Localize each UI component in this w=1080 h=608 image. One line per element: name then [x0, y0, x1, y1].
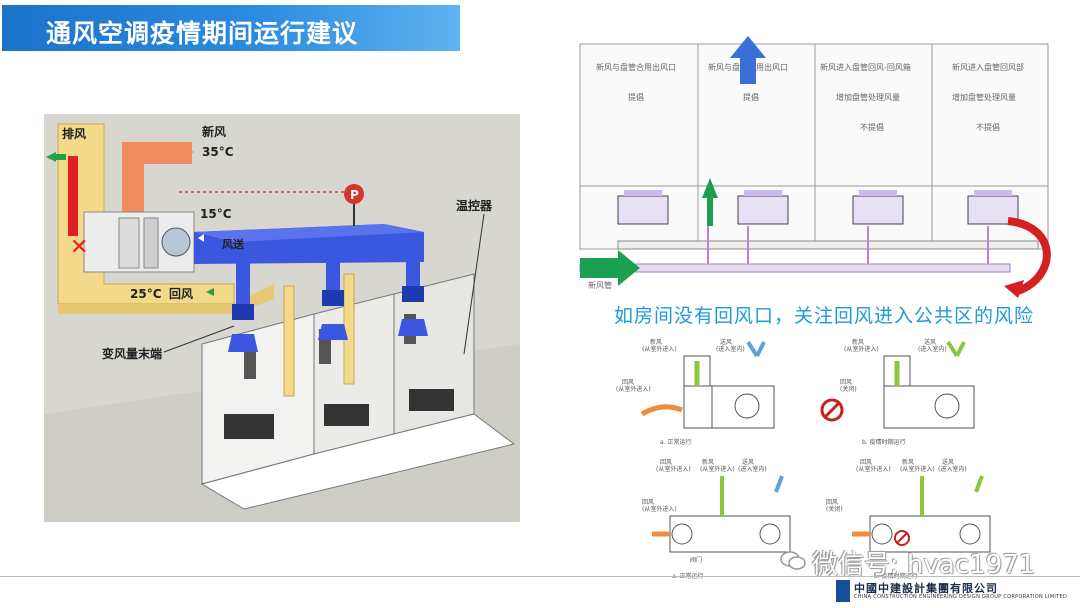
- svg-text:增加盘管处理风量: 增加盘管处理风量: [952, 92, 1016, 102]
- fan-coil-room-diagram: 新风与盘管合用出风口 提倡 新风与盘管合用出风口 提倡 新风进入盘管回风-回风箱…: [578, 36, 1052, 298]
- svg-text:(从室外进入): (从室外进入): [900, 465, 935, 473]
- mini-diagram-b-top: 新风 (从室外进入) 送风 (进入室内) 回风 (关闭) b. 疫情时期运行: [820, 338, 975, 446]
- svg-text:(关闭): (关闭): [840, 385, 857, 393]
- svg-text:新风: 新风: [852, 338, 864, 346]
- svg-text:新风: 新风: [702, 458, 714, 466]
- svg-text:阀门: 阀门: [690, 556, 702, 564]
- svg-text:(进入室内): (进入室内): [918, 345, 947, 353]
- return-temp: 25°C: [130, 287, 162, 301]
- page-title: 通风空调疫情期间运行建议: [46, 19, 359, 48]
- title-banner: 通风空调疫情期间运行建议: [2, 5, 460, 51]
- closed-exhaust-bar: [68, 156, 78, 236]
- svg-text:(进入室内): (进入室内): [738, 465, 767, 473]
- svg-text:送风: 送风: [720, 338, 732, 346]
- green-right-arrow-icon: [580, 250, 640, 286]
- svg-text:新风与盘管合用出风口: 新风与盘管合用出风口: [596, 62, 676, 72]
- svg-text:(从室外进入): (从室外进入): [642, 345, 677, 353]
- svg-text:b. 疫情时期运行: b. 疫情时期运行: [862, 438, 906, 446]
- svg-text:a. 正常运行: a. 正常运行: [660, 438, 692, 446]
- svg-text:(从室外进入): (从室外进入): [616, 385, 651, 393]
- supply-temp: 15°C: [200, 207, 232, 221]
- risk-caption: 如房间没有回风口，关注回风进入公共区的风险: [614, 305, 1035, 327]
- return-label: 回风: [169, 287, 193, 301]
- red-curved-arrow-icon: [1007, 217, 1051, 295]
- svg-text:回风: 回风: [622, 379, 634, 386]
- thermostat-label: 温控器: [456, 198, 493, 213]
- wechat-icon: [780, 551, 806, 570]
- fresh-air-pipe: [617, 240, 1039, 250]
- svg-text:新风: 新风: [650, 338, 662, 346]
- exhaust-label: 排风: [62, 126, 86, 141]
- svg-text:新风: 新风: [902, 458, 914, 466]
- company-logo-icon: [836, 580, 850, 602]
- fresh-air-label: 新风: [202, 124, 226, 139]
- no-entry-icon: [820, 398, 844, 422]
- svg-text:送风: 送风: [942, 458, 954, 466]
- company-name-en: CHINA CONSTRUCTION ENGINEERING DESIGN GR…: [854, 594, 1068, 600]
- svg-text:新风进入盘管回风-回风箱: 新风进入盘管回风-回风箱: [820, 62, 911, 72]
- svg-text:提倡: 提倡: [743, 92, 759, 102]
- airflow-comparison-diagrams: 新风 (从室外进入) 送风 (进入室内) 回风 (从室外进入) a. 正常运行 …: [616, 338, 991, 580]
- return-arrow-icon: [206, 288, 214, 296]
- supply-arrow-icon: [198, 234, 204, 242]
- pressure-sensor-icon: [344, 184, 364, 204]
- svg-text:回风: 回风: [642, 499, 654, 506]
- footer-divider: [0, 576, 1080, 577]
- svg-text:送风: 送风: [924, 338, 936, 346]
- air-handling-unit: [83, 211, 195, 273]
- svg-text:回风: 回风: [826, 499, 838, 506]
- svg-text:(关闭): (关闭): [826, 505, 843, 513]
- mini-diagram-a-top: 新风 (从室外进入) 送风 (进入室内) 回风 (从室外进入) a. 正常运行: [616, 338, 775, 446]
- vav-label: 变风量末端: [102, 346, 162, 361]
- svg-text:(从室外进入): (从室外进入): [856, 465, 891, 473]
- supply-duct: [194, 224, 428, 352]
- svg-text:增加盘管处理风量: 增加盘管处理风量: [836, 92, 900, 102]
- svg-text:回风: 回风: [660, 459, 672, 466]
- closed-x-icon: ✕: [70, 235, 88, 260]
- svg-text:P: P: [350, 188, 359, 202]
- supply-label: 风送: [222, 237, 245, 251]
- svg-text:送风: 送风: [742, 458, 754, 466]
- svg-text:不提倡: 不提倡: [976, 122, 1000, 132]
- svg-text:(从室外进入): (从室外进入): [656, 465, 691, 473]
- svg-text:不提倡: 不提倡: [860, 122, 884, 132]
- company-name: 中國中建設計集團有限公司: [854, 582, 998, 595]
- exhaust-arrow-icon: [46, 152, 56, 162]
- svg-text:回风: 回风: [840, 379, 852, 386]
- svg-text:(进入室内): (进入室内): [938, 465, 967, 473]
- svg-text:新风进入盘管回风部: 新风进入盘管回风部: [952, 62, 1024, 72]
- svg-text:提倡: 提倡: [628, 92, 644, 102]
- watermark-text: 微信号: hvac1971: [812, 550, 1036, 580]
- svg-text:(从室外进入): (从室外进入): [844, 345, 879, 353]
- green-up-arrow-icon: [702, 178, 718, 226]
- fresh-air-pipe-label: 新风管: [588, 280, 612, 290]
- mini-diagram-a-bottom: 回风 (从室外进入) 新风 (从室外进入) 送风 (进入室内) 回风 (从室外进…: [642, 458, 791, 580]
- hvac-system-diagram: ✕ P 排风 新风 35°C 15°C 风送 25°C 回风 温控器 变风量末端: [44, 114, 520, 522]
- up-arrow-icon: [730, 36, 766, 84]
- svg-text:(从室外进入): (从室外进入): [700, 465, 735, 473]
- svg-text:(从室外进入): (从室外进入): [642, 505, 677, 513]
- fresh-air-temp: 35°C: [202, 145, 234, 159]
- svg-text:(进入室内): (进入室内): [716, 345, 745, 353]
- svg-text:回风: 回风: [860, 459, 872, 466]
